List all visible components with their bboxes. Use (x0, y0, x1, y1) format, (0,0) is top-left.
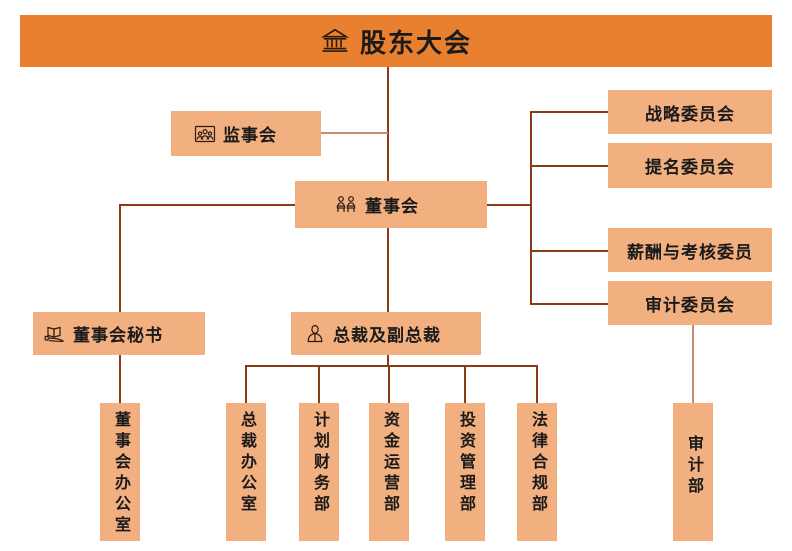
node-label: 审计部 (685, 435, 702, 498)
node-president-and-vps[interactable]: 总裁及副总裁 (291, 312, 481, 355)
node-label: 法律合规部 (529, 411, 546, 516)
seated-people-icon (333, 192, 359, 218)
node-label: 总裁办公室 (238, 411, 255, 516)
people-group-icon (193, 122, 217, 146)
connector-president-bus (245, 365, 537, 367)
connector-dept-4 (464, 365, 466, 403)
node-committee-nomination[interactable]: 提名委员会 (608, 143, 772, 188)
connector-dept-2 (318, 365, 320, 403)
connector-committee-3 (530, 250, 609, 252)
connector-committee-2 (530, 165, 609, 167)
node-label: 薪酬与考核委员 (627, 242, 753, 262)
node-label: 监事会 (223, 126, 277, 145)
node-committee-strategy[interactable]: 战略委员会 (608, 90, 772, 134)
node-board-of-directors[interactable]: 董事会 (295, 181, 487, 228)
node-label: 计划财务部 (311, 411, 328, 516)
node-label: 总裁及副总裁 (333, 326, 441, 345)
node-dept-planning-finance[interactable]: 计划财务部 (299, 403, 339, 541)
node-label: 股东大会 (359, 27, 472, 58)
node-dept-fund-operations[interactable]: 资金运营部 (369, 403, 409, 541)
connector-committee-trunk (530, 111, 532, 303)
node-label: 董事会 (365, 197, 419, 216)
node-committee-remuneration-and-appraisal[interactable]: 薪酬与考核委员 (608, 228, 772, 272)
connector-dept-5 (536, 365, 538, 403)
book-hand-icon (43, 322, 67, 346)
connector-committee-1 (530, 111, 609, 113)
node-board-secretary[interactable]: 董事会秘书 (33, 312, 205, 355)
connector-board-to-committee-bus (487, 204, 531, 206)
connector-board-to-president (387, 296, 389, 312)
connector-president-down (387, 355, 389, 366)
connector-secretary-drop (119, 204, 121, 312)
connector-audit-committee-to-dept (692, 325, 694, 403)
node-label: 董事会秘书 (73, 326, 163, 345)
node-label: 提名委员会 (645, 158, 735, 177)
connector-board-down (387, 228, 389, 303)
connector-supervisory-to-trunk (321, 132, 388, 134)
connector-dept-3 (388, 365, 390, 403)
node-supervisory-board[interactable]: 监事会 (171, 111, 321, 156)
node-label: 资金运营部 (381, 411, 398, 516)
node-dept-board-office[interactable]: 董事会办公室 (100, 403, 140, 541)
connector-committee-4 (530, 303, 609, 305)
node-dept-president-office[interactable]: 总裁办公室 (226, 403, 266, 541)
connector-board-to-secretary-bus (119, 204, 296, 206)
connector-secretary-to-office (119, 355, 121, 403)
person-tie-icon (303, 322, 327, 346)
node-label: 董事会办公室 (112, 411, 129, 537)
node-label: 战略委员会 (645, 104, 735, 124)
node-committee-audit[interactable]: 审计委员会 (608, 281, 772, 325)
node-dept-legal-compliance[interactable]: 法律合规部 (517, 403, 557, 541)
bank-building-icon (320, 26, 350, 56)
node-dept-investment-management[interactable]: 投资管理部 (445, 403, 485, 541)
node-dept-audit[interactable]: 审计部 (673, 403, 713, 541)
node-label: 投资管理部 (457, 411, 474, 516)
node-shareholders-meeting[interactable]: 股东大会 (20, 15, 772, 67)
connector-root-to-board (387, 67, 389, 182)
connector-dept-1 (245, 365, 247, 403)
node-label: 审计委员会 (645, 295, 735, 315)
